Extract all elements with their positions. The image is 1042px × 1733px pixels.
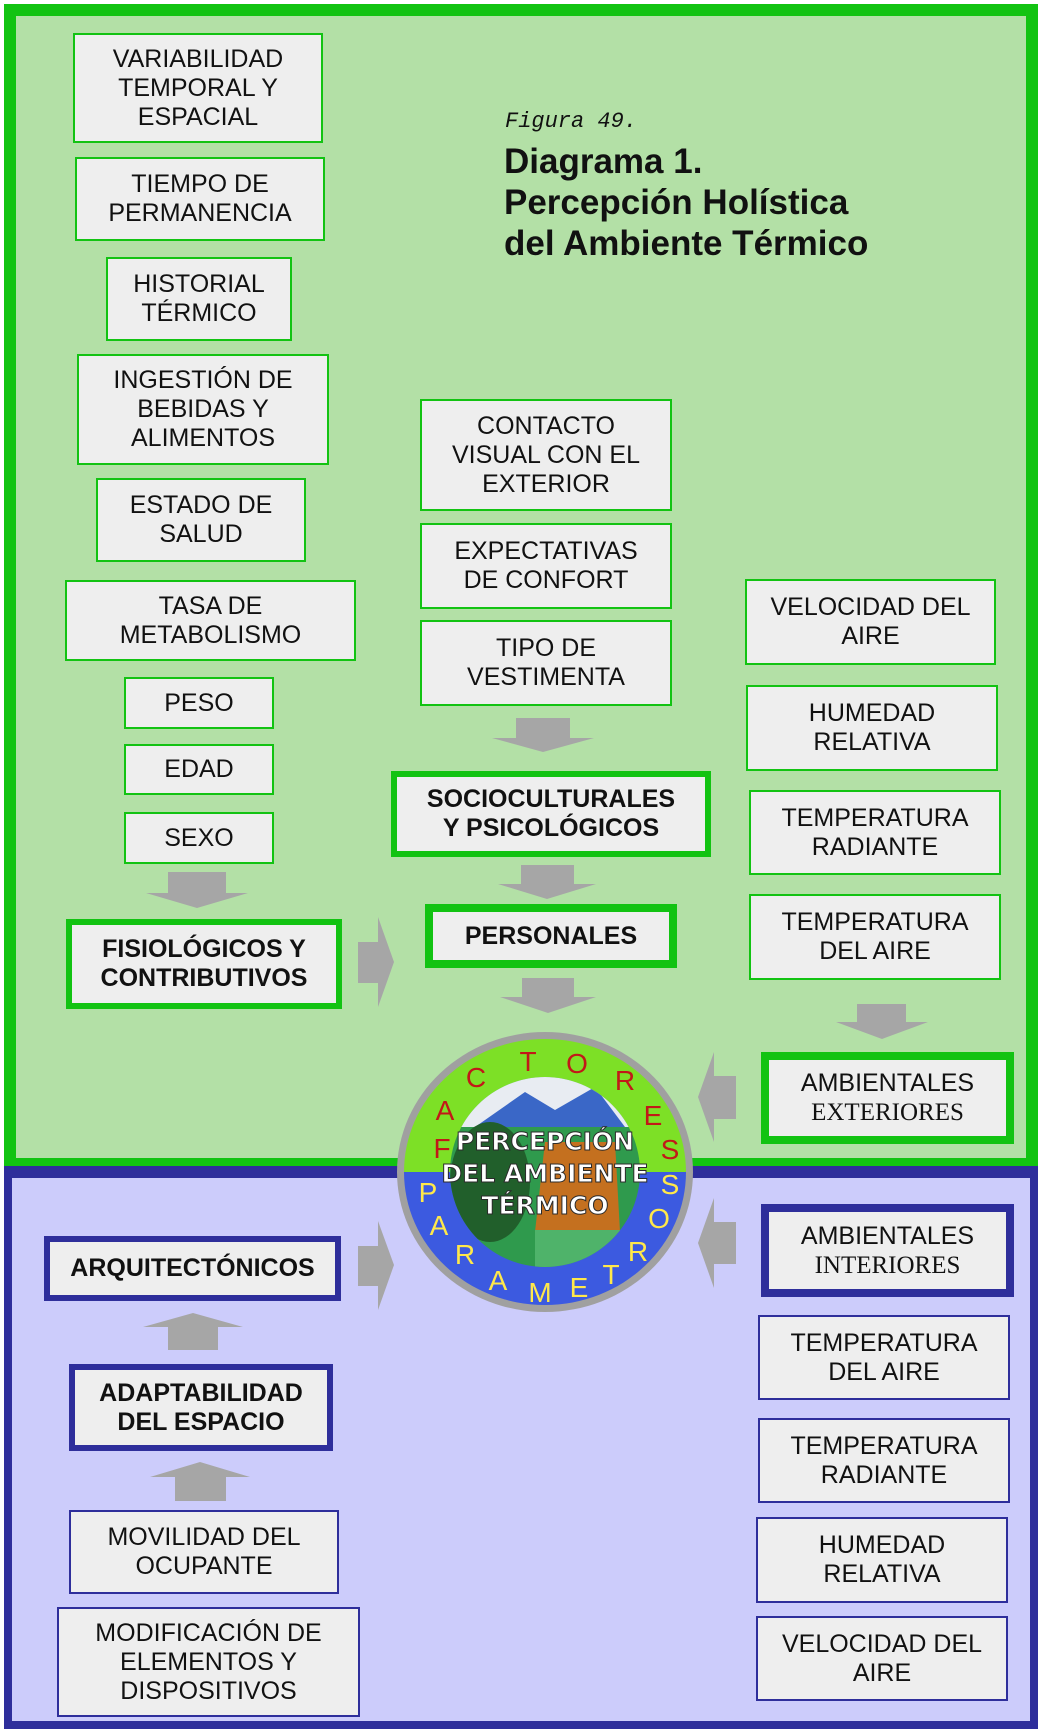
group-arquitectonicos: ARQUITECTÓNICOS: [44, 1236, 341, 1301]
emblem-letter-r2: R: [455, 1239, 475, 1270]
emblem-letter-t1: T: [519, 1046, 536, 1077]
diagram-title: Diagrama 1. Percepción Holística del Amb…: [504, 142, 869, 263]
emblem-letter-m: M: [528, 1277, 551, 1308]
factor-contacto-visual: CONTACTO VISUAL CON EL EXTERIOR: [420, 399, 672, 511]
emblem-letter-a2: A: [430, 1210, 449, 1241]
emblem-letter-e2: E: [570, 1272, 589, 1303]
emblem-landscape-image: [450, 1077, 640, 1267]
group-ambientales-exteriores: AMBIENTALES EXTERIORES: [761, 1052, 1014, 1144]
arrow-down-vestimenta: [492, 718, 594, 752]
emblem-letter-s2: S: [661, 1169, 680, 1200]
exterior-temperatura-aire: TEMPERATURA DEL AIRE: [749, 894, 1001, 980]
factor-variabilidad: VARIABILIDAD TEMPORAL Y ESPACIAL: [73, 33, 323, 143]
emblem-center-line2: DEL AMBIENTE: [441, 1159, 648, 1188]
emblem-letter-r3: R: [628, 1236, 648, 1267]
exterior-velocidad-aire: VELOCIDAD DEL AIRE: [745, 579, 996, 665]
factor-estado-salud: ESTADO DE SALUD: [96, 478, 306, 562]
factor-expectativas: EXPECTATIVAS DE CONFORT: [420, 523, 672, 609]
interior-temperatura-radiante: TEMPERATURA RADIANTE: [758, 1418, 1010, 1503]
exterior-temperatura-radiante: TEMPERATURA RADIANTE: [749, 790, 1001, 875]
arrow-down-fisiologicos: [146, 872, 248, 908]
group-ambientales-interiores-line2: INTERIORES: [814, 1251, 961, 1279]
factor-ingestion: INGESTIÓN DE BEBIDAS Y ALIMENTOS: [77, 354, 329, 465]
group-personales: PERSONALES: [425, 904, 677, 968]
factor-peso: PESO: [124, 677, 274, 729]
factor-edad: EDAD: [124, 744, 274, 795]
exterior-humedad-relativa: HUMEDAD RELATIVA: [746, 685, 998, 771]
arrow-right-fisiologicos: [358, 917, 394, 1007]
group-ambientales-interiores-line1: AMBIENTALES: [800, 1221, 975, 1250]
emblem-letter-r1: R: [615, 1065, 635, 1096]
factor-historial-termico: HISTORIAL TÉRMICO: [106, 257, 292, 341]
emblem-letter-f: F: [433, 1133, 450, 1164]
factor-movilidad-ocupante: MOVILIDAD DEL OCUPANTE: [69, 1510, 339, 1594]
arrow-right-arquitectonicos: [358, 1221, 394, 1310]
emblem-letter-c: C: [466, 1062, 486, 1093]
arrow-down-socioculturales: [498, 865, 596, 899]
emblem-letter-e1: E: [644, 1100, 663, 1131]
interior-humedad-relativa: HUMEDAD RELATIVA: [756, 1517, 1008, 1603]
factor-tiempo-permanencia: TIEMPO DE PERMANENCIA: [75, 157, 325, 241]
emblem-letter-a3: A: [489, 1265, 508, 1296]
interior-temperatura-aire: TEMPERATURA DEL AIRE: [758, 1315, 1010, 1400]
factor-sexo: SEXO: [124, 812, 274, 864]
emblem-letter-o2: O: [648, 1203, 670, 1234]
arrow-up-adaptabilidad: [143, 1313, 243, 1350]
emblem-letter-s1: S: [661, 1134, 680, 1165]
group-ambientales-exteriores-line2: EXTERIORES: [811, 1099, 964, 1126]
figure-label: Figura 49.: [505, 109, 638, 134]
arrow-up-movilidad: [150, 1462, 250, 1501]
group-ambientales-exteriores-line1: AMBIENTALES: [800, 1069, 975, 1097]
factor-tasa-metabolismo: TASA DE METABOLISMO: [65, 580, 356, 661]
emblem-letter-t2: T: [602, 1259, 619, 1290]
interior-velocidad-aire: VELOCIDAD DEL AIRE: [756, 1616, 1008, 1701]
emblem-letter-o1: O: [566, 1048, 588, 1079]
factor-modificacion-elementos: MODIFICACIÓN DE ELEMENTOS Y DISPOSITIVOS: [57, 1607, 360, 1717]
group-adaptabilidad: ADAPTABILIDAD DEL ESPACIO: [69, 1364, 333, 1451]
group-ambientales-interiores: AMBIENTALES INTERIORES: [761, 1204, 1014, 1297]
group-socioculturales: SOCIOCULTURALES Y PSICOLÓGICOS: [391, 771, 711, 857]
emblem-letter-a1: A: [436, 1095, 455, 1126]
arrow-left-exteriores: [698, 1052, 736, 1142]
emblem-letter-p: P: [419, 1177, 438, 1208]
emblem-center-line3: TÉRMICO: [481, 1191, 608, 1220]
factor-tipo-vestimenta: TIPO DE VESTIMENTA: [420, 620, 672, 706]
arrow-left-interiores: [698, 1198, 736, 1288]
group-fisiologicos: FISIOLÓGICOS Y CONTRIBUTIVOS: [66, 919, 342, 1009]
emblem-center-line1: PERCEPCIÓN: [456, 1126, 634, 1156]
arrow-down-exterior: [836, 1004, 928, 1039]
arrow-down-personales: [500, 978, 596, 1013]
percepcion-emblem: F A C T O R E S P A R A M E T R O S PERC…: [397, 1032, 693, 1312]
